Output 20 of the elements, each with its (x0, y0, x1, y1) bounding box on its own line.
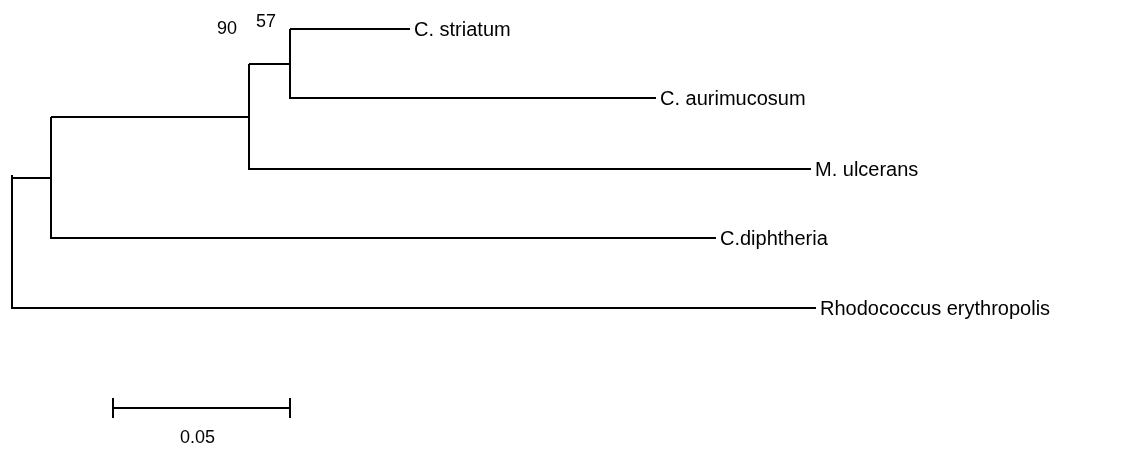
tree-branch (11, 177, 52, 179)
taxon-label: C. aurimucosum (660, 86, 806, 110)
tree-branch (289, 97, 657, 99)
taxon-label: Rhodococcus erythropolis (820, 296, 1051, 320)
bootstrap-value: 90 (217, 17, 238, 40)
tree-branch (50, 237, 717, 239)
bootstrap-value: 57 (256, 10, 277, 33)
tree-branch (248, 168, 812, 170)
tree-node-line (289, 29, 291, 99)
taxon-label: C. striatum (414, 17, 511, 41)
tree-branch (11, 307, 817, 309)
tree-node-line (50, 117, 52, 239)
tree-branch (248, 63, 291, 65)
scale-value: 0.05 (180, 426, 216, 449)
tree-node-line (248, 64, 250, 170)
tree-branch (50, 116, 250, 118)
taxon-label: C.diphtheria (720, 226, 828, 250)
tree-branch (289, 28, 411, 30)
tree-node-line (11, 175, 13, 309)
taxon-label: M. ulcerans (815, 157, 919, 181)
